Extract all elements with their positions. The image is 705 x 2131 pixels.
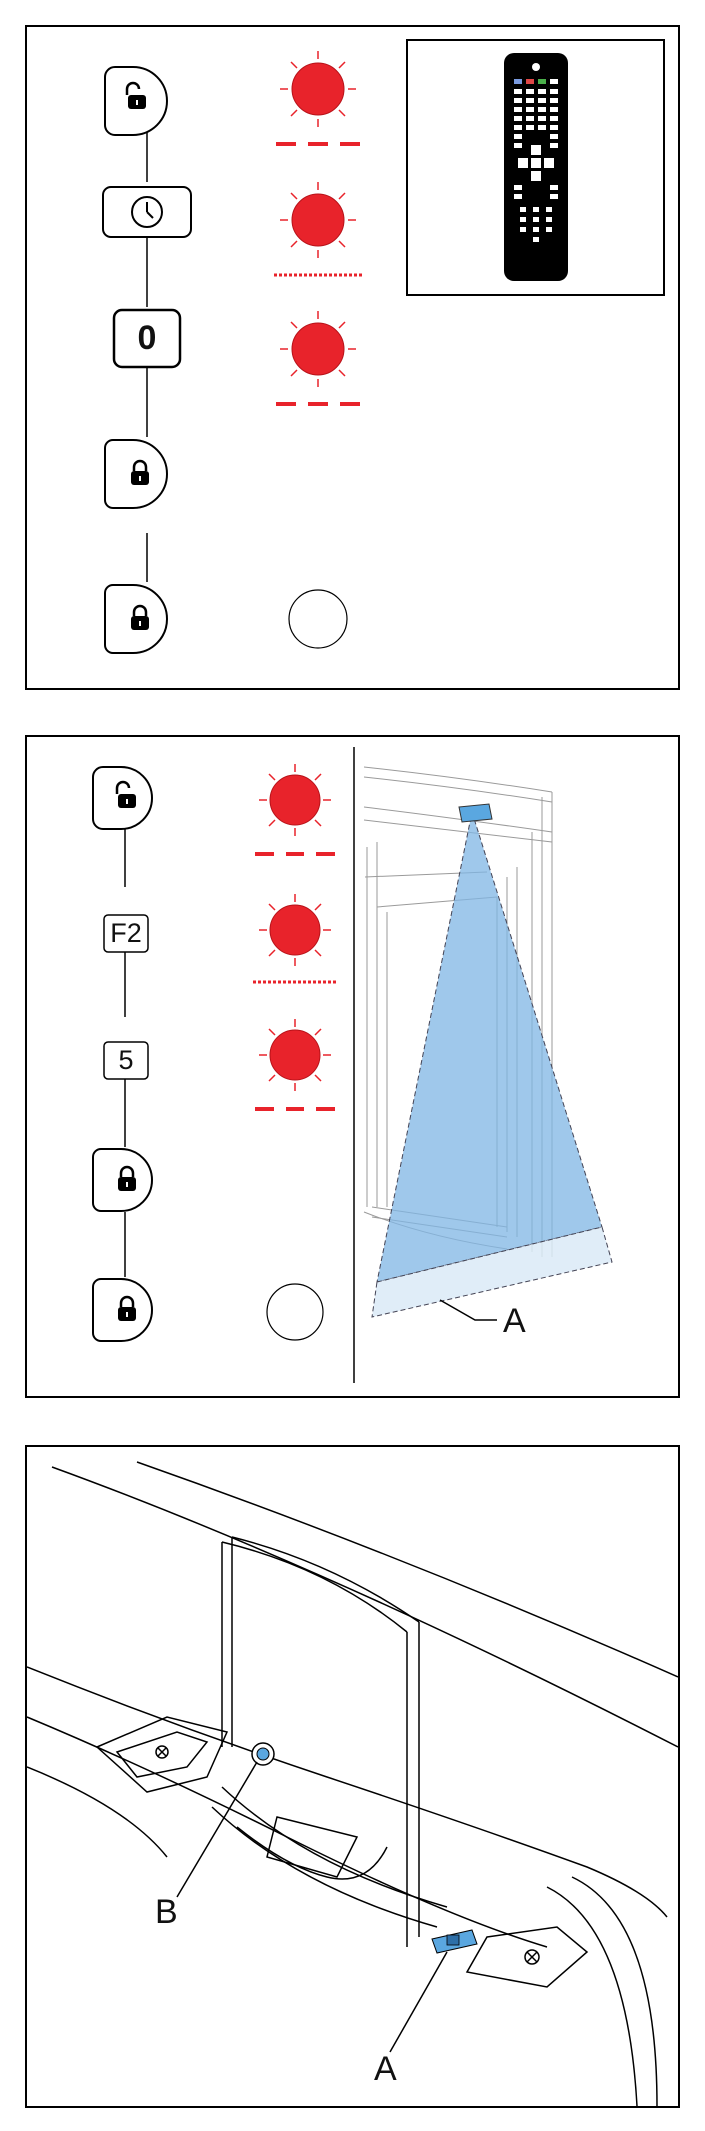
led-off xyxy=(266,1283,324,1341)
sensor-icon xyxy=(458,803,493,823)
lock-key xyxy=(104,439,168,509)
lock-key xyxy=(92,1148,153,1212)
panel-remote-sequence: 0 xyxy=(25,25,680,690)
led-flashing-long xyxy=(276,51,360,146)
key-label: 0 xyxy=(137,319,157,357)
lock-icon xyxy=(118,1165,136,1191)
key-label: 5 xyxy=(118,1045,134,1075)
key-label: F2 xyxy=(110,918,142,948)
callout-label-b: B xyxy=(155,1893,178,1931)
panel2-graphics xyxy=(92,747,613,1383)
callout-label-a: A xyxy=(374,2050,397,2088)
led-flashing-long xyxy=(255,1019,335,1111)
zero-key xyxy=(112,308,182,369)
unlock-key xyxy=(104,66,168,136)
lock-key xyxy=(92,1278,153,1342)
clock-icon xyxy=(131,196,163,228)
panel1-graphics xyxy=(102,39,665,654)
f2-key xyxy=(103,914,149,953)
callout-label-a: A xyxy=(503,1302,526,1340)
lock-icon xyxy=(118,1295,136,1321)
sensor-window xyxy=(431,1929,478,1954)
callout-leader-b xyxy=(176,1761,258,1898)
led-off xyxy=(288,589,348,649)
panel-sensor-sequence: F2 5 A xyxy=(25,735,680,1398)
clock-key xyxy=(102,186,192,238)
detection-floor xyxy=(371,1226,613,1318)
led-flashing-short xyxy=(274,182,362,277)
callout-leader-a xyxy=(389,1951,448,2053)
led-flashing-short xyxy=(253,894,337,984)
panel-sensor-mount: B A xyxy=(25,1445,680,2108)
unlock-icon xyxy=(125,81,146,109)
unlock-key xyxy=(92,766,153,830)
five-key xyxy=(103,1041,149,1080)
unlock-icon xyxy=(115,780,136,808)
led-flashing-long xyxy=(255,764,335,856)
adjustment-screw xyxy=(251,1742,275,1766)
lock-icon xyxy=(131,604,149,630)
panel3-graphics xyxy=(27,1461,678,2106)
remote-control-icon xyxy=(504,53,568,281)
sensor-beam xyxy=(376,811,603,1283)
lock-icon xyxy=(131,459,149,485)
led-flashing-long xyxy=(276,311,360,406)
callout-leader-a xyxy=(439,1299,497,1321)
lock-key xyxy=(104,584,168,654)
